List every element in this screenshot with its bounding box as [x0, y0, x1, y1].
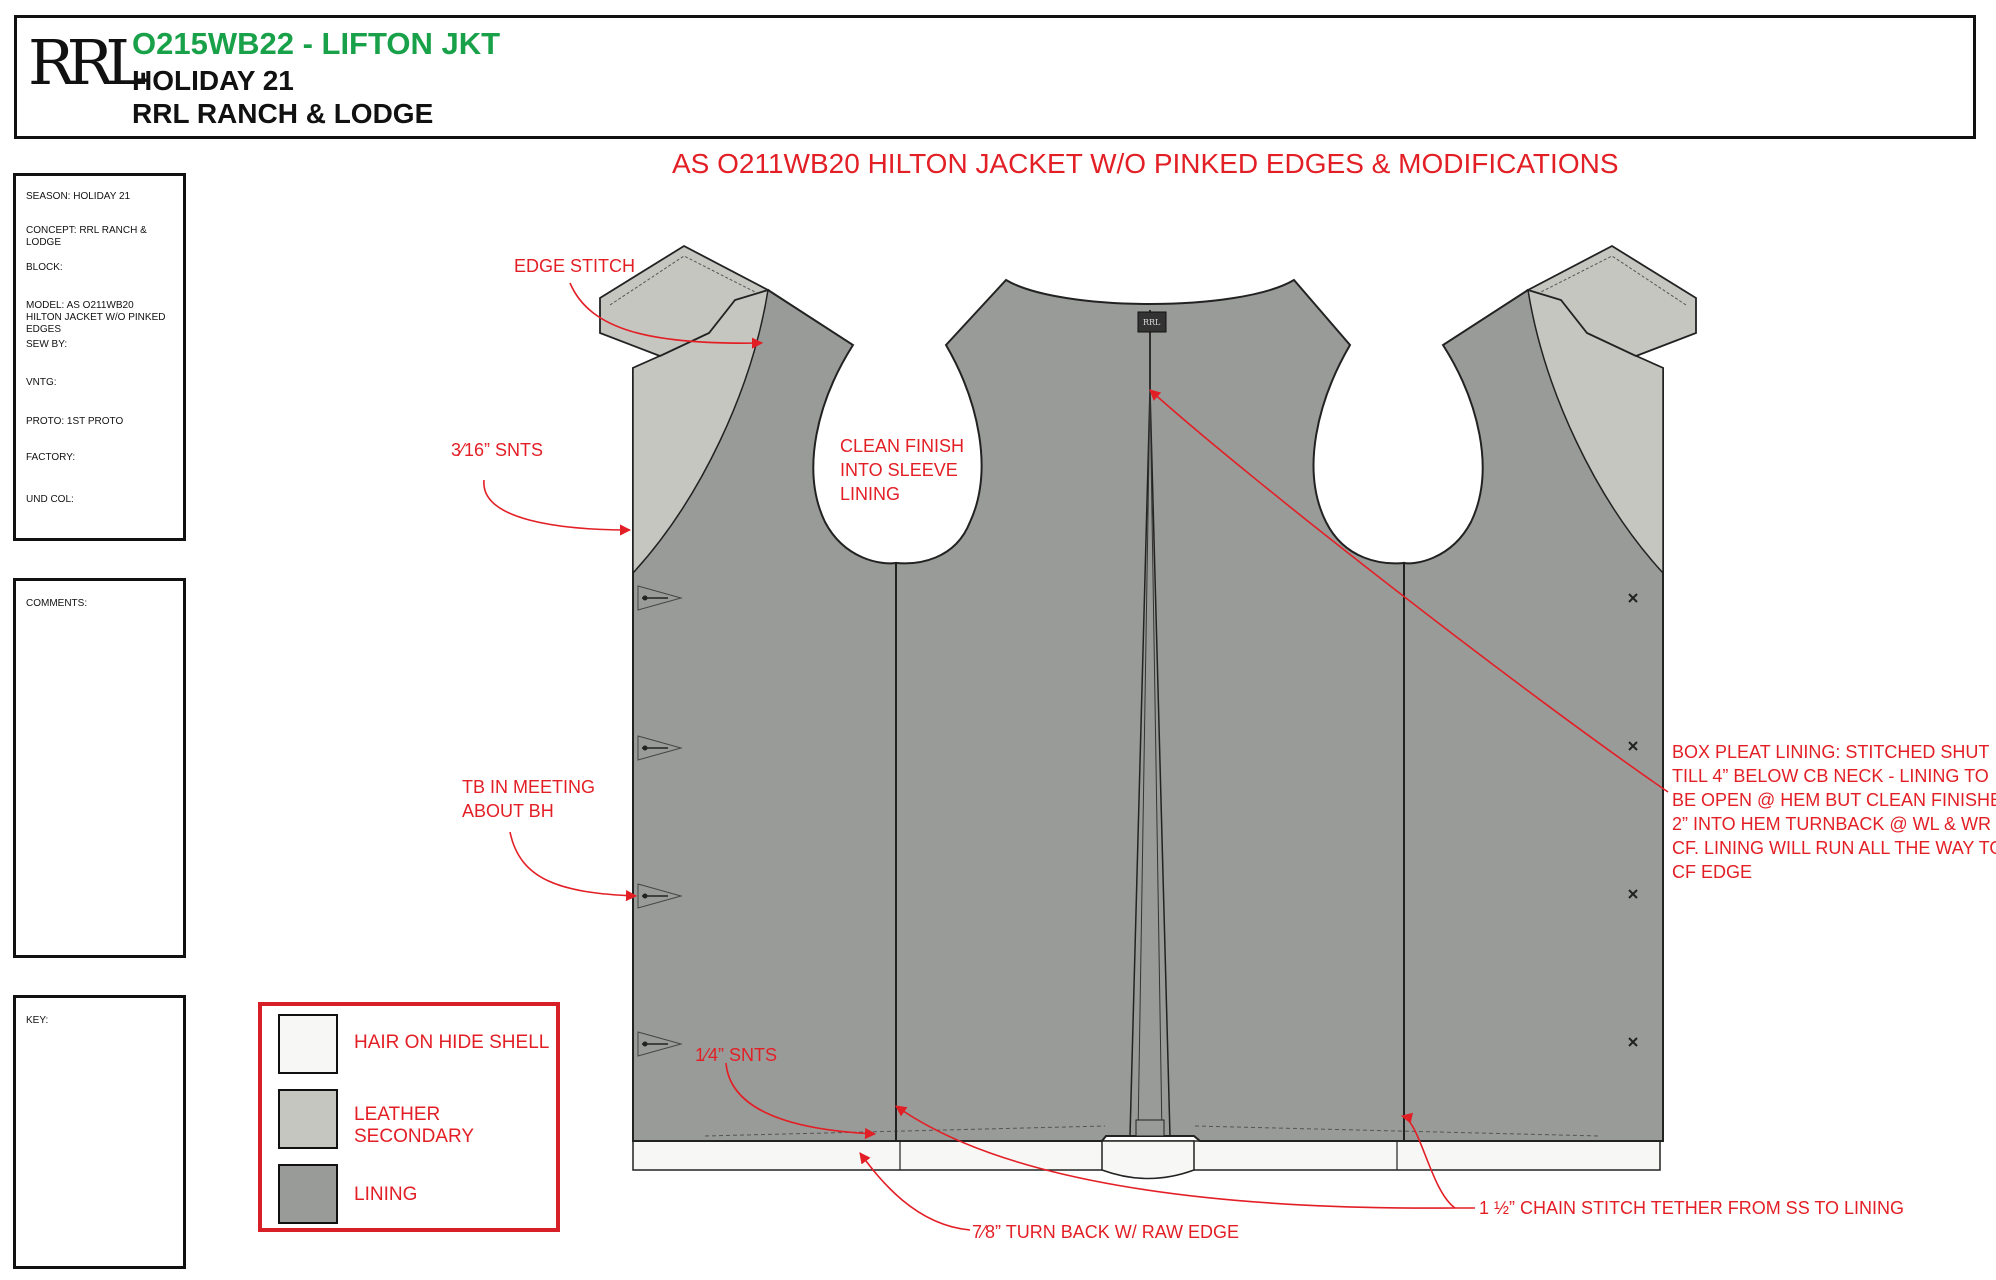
callout-chain-stitch: 1 ½” CHAIN STITCH TETHER FROM SS TO LINI…: [1479, 1198, 1905, 1218]
right-collar: [1525, 244, 1697, 357]
concept-title: RRL RANCH & LODGE: [132, 98, 434, 129]
neck-label: [1137, 311, 1167, 333]
neck-label-logo: RRL: [1143, 318, 1161, 327]
callout-turn-back: 7⁄8” TURN BACK W/ RAW EDGE: [972, 1222, 1240, 1242]
header-box: [14, 15, 1976, 139]
legend-label-lining: LINING: [354, 1184, 418, 1205]
callout-tb-meeting: TB IN MEETING ABOUT BH: [462, 777, 596, 821]
hem-turnback: [632, 1140, 1661, 1180]
spec-vntg: VNTG:: [26, 377, 57, 388]
spec-sew-by: SEW BY:: [26, 339, 68, 350]
spec-model: MODEL: AS O211WB20 HILTON JACKET W/O PIN…: [26, 300, 166, 335]
callout-3-16-snts: 3⁄16” SNTS: [451, 440, 544, 460]
key-box: KEY:: [13, 995, 186, 1269]
callout-edge-stitch: EDGE STITCH: [514, 256, 636, 276]
callout-arrows: [483, 282, 1669, 1231]
spec-und-col: UND COL:: [26, 494, 74, 505]
right-front-button-marks: [1628, 593, 1638, 1047]
legend-swatch-lining: [278, 1164, 338, 1224]
back-panel: [895, 278, 1405, 1142]
legend-swatch-leather: [278, 1089, 338, 1149]
legend-swatch-shell: [278, 1014, 338, 1074]
callout-clean-finish: CLEAN FINISH INTO SLEEVE LINING: [840, 436, 965, 504]
comments-box: COMMENTS:: [13, 578, 186, 958]
style-number-title: O215WB22 - LIFTON JKT: [132, 26, 501, 61]
key-label: KEY:: [26, 1015, 49, 1026]
material-legend: HAIR ON HIDE SHELL LEATHER SECONDARY LIN…: [258, 1002, 560, 1232]
left-collar: [599, 244, 771, 357]
spec-info-box: SEASON: HOLIDAY 21 CONCEPT: RRL RANCH & …: [13, 173, 186, 541]
spec-season: SEASON: HOLIDAY 21: [26, 191, 131, 202]
season-title: HOLIDAY 21: [132, 65, 294, 96]
main-title: AS O211WB20 HILTON JACKET W/O PINKED EDG…: [672, 148, 1619, 179]
legend-label-shell: HAIR ON HIDE SHELL: [354, 1032, 550, 1053]
spec-block: BLOCK:: [26, 262, 63, 273]
callout-1-4-snts: 1⁄4” SNTS: [695, 1045, 778, 1065]
spec-concept: CONCEPT: RRL RANCH & LODGE: [26, 225, 147, 248]
left-front-panel: [632, 288, 897, 1142]
callout-box-pleat: BOX PLEAT LINING: STITCHED SHUT TILL 4” …: [1672, 742, 1996, 882]
left-front-toggles: [637, 585, 683, 1057]
legend-label-leather: LEATHER SECONDARY: [354, 1104, 475, 1147]
right-front-panel: [1403, 288, 1664, 1142]
comments-label: COMMENTS:: [26, 598, 88, 609]
cb-box-pleat: [1129, 310, 1171, 1137]
spec-proto: PROTO: 1ST PROTO: [26, 416, 124, 427]
spec-factory: FACTORY:: [26, 452, 76, 463]
brand-logo: RRL: [28, 26, 147, 99]
